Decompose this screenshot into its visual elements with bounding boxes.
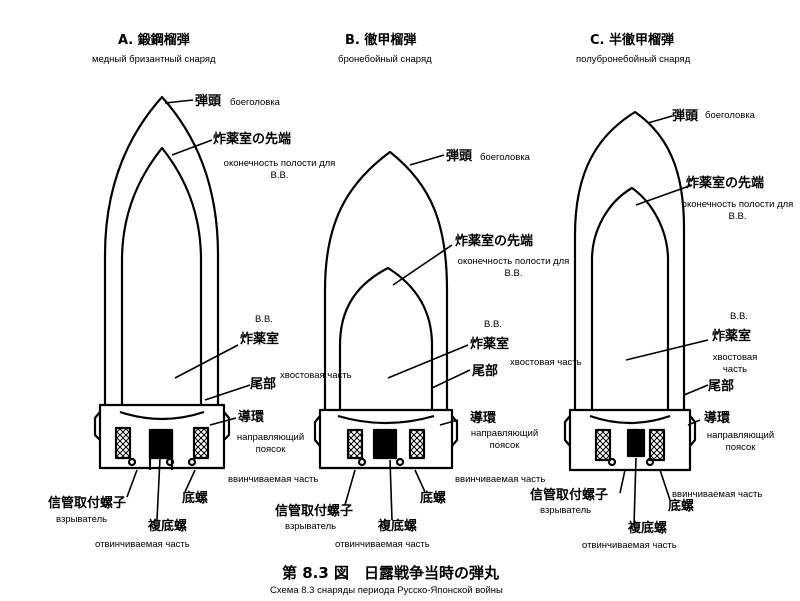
- shell-a-screw-ru: ввинчиваемая часть: [228, 474, 319, 485]
- shell-b-cavity-tip-label: 炸薬室の先端: [455, 234, 534, 249]
- shell-c-cavity-floor: [589, 414, 671, 425]
- shell-c-fuze: [626, 428, 646, 458]
- shell-c-explosive-ru: В.В.: [730, 311, 748, 322]
- shell-b-cavity-tip-ru: оконечность полости для В.В.: [457, 256, 570, 279]
- shell-b-explosive-ru: В.В.: [484, 319, 502, 330]
- shell-c-band-ru: направляющий поясок: [706, 430, 775, 453]
- shell-c-fuze-label: 信管取付螺子: [530, 488, 609, 503]
- shell-a-outer: [103, 95, 220, 405]
- shell-b-band-ru: направляющий поясок: [470, 428, 539, 451]
- shell-c-tip-label: 弾頭: [672, 109, 699, 124]
- shell-a-base-plug-ru: отвинчиваемая часть: [95, 539, 190, 550]
- shell-c-screw-ru: ввинчиваемая часть: [672, 489, 763, 500]
- shell-c-chamber-label: 炸薬室: [712, 329, 752, 344]
- shell-c-inner: [590, 186, 670, 410]
- shell-a-base-label: 底螺: [182, 491, 209, 506]
- shell-c-base-plug-ru: отвинчиваемая часть: [582, 540, 677, 551]
- shell-b-title: B. 徹甲榴弾: [345, 33, 417, 48]
- shell-c-outer: [573, 110, 686, 410]
- figure-caption-ru: Схема 8.3 снаряды периода Русско-Японско…: [270, 585, 503, 596]
- shell-b-tail-ru: хвостовая часть: [510, 357, 582, 368]
- shell-b-base-plug-label: 複底螺: [378, 519, 418, 534]
- shell-a-cavity-tip-ru: оконечность полости для В.В.: [223, 158, 336, 181]
- shell-a-tail-label: 尾部: [250, 377, 277, 392]
- shell-a-title-ru: медный бризантный снаряд: [92, 54, 216, 65]
- shell-a-band-ru: направляющий поясок: [236, 432, 305, 455]
- shell-a-base-plug-label: 複底螺: [148, 519, 188, 534]
- shell-c-title-ru: полубронебойный снаряд: [576, 54, 691, 65]
- shell-a-fuze-label: 信管取付螺子: [48, 496, 127, 511]
- shell-a-title: A. 鍛鋼榴弾: [118, 33, 190, 48]
- shell-b-base: [318, 408, 454, 470]
- shell-c-title: C. 半徹甲榴弾: [590, 33, 675, 48]
- shell-c-band: [563, 415, 697, 447]
- figure-caption: 第 8.3 図 日露戦争当時の弾丸: [282, 564, 500, 582]
- shell-b-outer: [323, 150, 449, 410]
- shell-a-chamber-label: 炸薬室: [240, 332, 280, 347]
- shell-b-inner: [338, 266, 434, 410]
- shell-b-fuze-label: 信管取付螺子: [275, 504, 354, 519]
- shell-a-thread-right: [192, 426, 210, 460]
- shell-a-tip-label: 弾頭: [195, 94, 222, 109]
- shell-b-title-ru: бронебойный снаряд: [338, 54, 432, 65]
- shell-b-base-label: 底螺: [420, 491, 447, 506]
- shell-b-drawing: [313, 150, 459, 470]
- shell-a-band-label: 導環: [238, 410, 265, 425]
- shell-b-chamber-label: 炸薬室: [470, 337, 510, 352]
- shell-a-inner: [120, 146, 203, 405]
- shell-a-cavity-tip-label: 炸薬室の先端: [213, 132, 292, 147]
- shell-b-band-label: 導環: [470, 411, 497, 426]
- shell-a-tip-ru: боеголовка: [230, 97, 280, 108]
- shell-a-fuze-ru: взрыватель: [56, 514, 108, 525]
- shell-a-explosive-ru: В.В.: [255, 314, 273, 325]
- shell-b-tail-label: 尾部: [472, 364, 499, 379]
- shell-c-tip-ru: боеголовка: [705, 110, 755, 121]
- shell-a-drawing: [93, 95, 231, 470]
- shell-a-band: [93, 411, 231, 441]
- shell-b-thread-right: [408, 428, 426, 460]
- shell-a-tail-ru-1: хвостовая часть: [280, 370, 352, 381]
- shell-c-base: [568, 408, 692, 472]
- shell-b-base-plug-ru: отвинчиваемая часть: [335, 539, 430, 550]
- shell-b-cavity-floor: [337, 414, 435, 425]
- shell-c-tail-label: 尾部: [708, 379, 735, 394]
- shell-b-fuze-ru: взрыватель: [285, 521, 337, 532]
- shell-b-band: [313, 415, 459, 447]
- shell-b-tip-ru: боеголовка: [480, 152, 530, 163]
- shell-c-cavity-tip-ru: оконечность полости для В.В.: [681, 199, 794, 222]
- shell-c-thread-left: [594, 428, 612, 462]
- shell-b-screw-ru: ввинчиваемая часть: [455, 474, 546, 485]
- shell-c-tail-ru: хвостовая часть: [712, 352, 758, 375]
- shell-a-cavity-floor: [119, 410, 205, 421]
- shell-c-band-label: 導環: [704, 411, 731, 426]
- shell-c-fuze-ru: взрыватель: [540, 505, 592, 516]
- shell-c-drawing: [563, 110, 697, 472]
- shell-c-base-label: 底螺: [668, 499, 695, 514]
- shell-a-thread-left: [114, 426, 132, 460]
- shell-c-thread-right: [648, 428, 666, 462]
- shell-b-tip-label: 弾頭: [446, 149, 473, 164]
- shell-c-base-plug-label: 複底螺: [628, 521, 668, 536]
- shell-b-thread-left: [346, 428, 364, 460]
- shell-b-fuze: [372, 428, 398, 460]
- shell-a-fuze: [148, 428, 174, 460]
- shell-c-cavity-tip-label: 炸薬室の先端: [686, 176, 765, 191]
- shell-a-base: [98, 403, 226, 470]
